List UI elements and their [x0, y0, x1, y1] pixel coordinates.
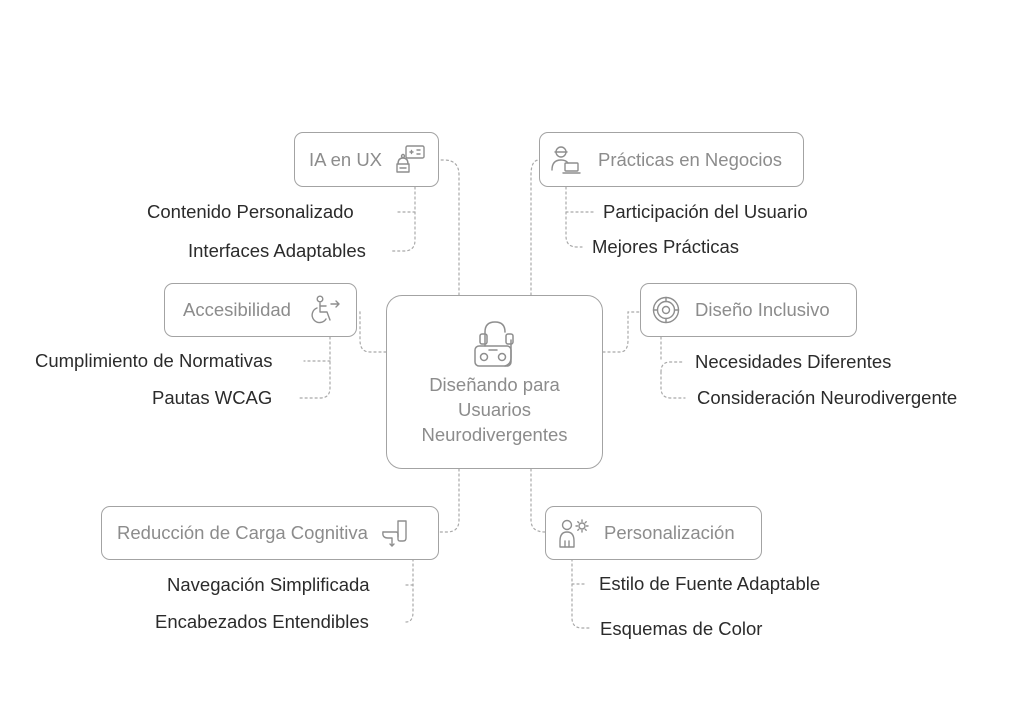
branch-diseno-inclusivo[interactable]: Diseño Inclusivo [640, 283, 857, 337]
connector-center-ia [438, 159, 460, 296]
leaf-estilo-fuente-adaptable[interactable]: Estilo de Fuente Adaptable [599, 573, 821, 594]
central-title-line-3: Neurodivergentes [421, 424, 568, 445]
connector-center-personalizacion [530, 468, 546, 533]
branch-title: Prácticas en Negocios [598, 148, 783, 170]
inclusive-target-icon [651, 295, 681, 325]
connector-inc-leaves [660, 336, 686, 399]
branch-title: IA en UX [309, 148, 383, 170]
branch-reduccion-carga-cognitiva[interactable]: Reducción de Carga Cognitiva [101, 506, 439, 560]
leaf-mejores-practicas[interactable]: Mejores Prácticas [592, 236, 740, 257]
central-title-line-2: Usuarios [458, 399, 531, 420]
branch-title: Reducción de Carga Cognitiva [117, 522, 368, 543]
person-settings-icon [558, 517, 590, 549]
connector-per-leaves [571, 558, 590, 629]
branch-title: Diseño Inclusivo [695, 299, 830, 320]
branch-title: Personalización [604, 522, 735, 543]
branch-accesibilidad[interactable]: Accesibilidad [164, 283, 357, 337]
central-title: Diseñando para Usuarios Neurodivergentes [387, 372, 602, 447]
leaf-encabezados-entendibles[interactable]: Encabezados Entendibles [155, 611, 369, 632]
connector-acc-leaves [297, 336, 331, 399]
leaf-pautas-wcag[interactable]: Pautas WCAG [152, 387, 273, 408]
central-topic[interactable]: Diseñando para Usuarios Neurodivergentes [386, 295, 603, 469]
vr-headset-icon [474, 321, 514, 367]
simplify-icon [380, 518, 410, 548]
branch-title: Accesibilidad [183, 299, 291, 320]
leaf-esquemas-de-color[interactable]: Esquemas de Color [600, 618, 763, 639]
branch-practicas-en-negocios[interactable]: Prácticas en Negocios [539, 132, 804, 187]
wheelchair-icon [309, 294, 341, 326]
leaf-navegacion-simplificada[interactable]: Navegación Simplificada [167, 574, 370, 595]
ai-interface-icon [394, 144, 426, 176]
business-person-icon [550, 144, 582, 176]
leaf-interfaces-adaptables[interactable]: Interfaces Adaptables [188, 240, 366, 261]
leaf-contenido-personalizado[interactable]: Contenido Personalizado [147, 201, 354, 222]
connector-neg-leaves [565, 186, 583, 248]
leaf-necesidades-diferentes[interactable]: Necesidades Diferentes [695, 351, 892, 372]
connector-center-carga [438, 468, 460, 533]
central-title-line-1: Diseñando para [429, 374, 560, 395]
leaf-participacion-usuario[interactable]: Participación del Usuario [603, 201, 808, 222]
connector-center-inclusivo [602, 311, 641, 353]
leaf-cumplimiento-normativas[interactable]: Cumplimiento de Normativas [35, 350, 273, 371]
connector-center-accesibilidad [356, 311, 387, 353]
connector-carga-leaves [405, 558, 414, 623]
branch-personalizacion[interactable]: Personalización [545, 506, 762, 560]
leaf-consideracion-neurodivergente[interactable]: Consideración Neurodivergente [697, 387, 958, 408]
connector-center-negocios [530, 159, 540, 296]
connector-ia-leaves [391, 186, 416, 252]
branch-ia-en-ux[interactable]: IA en UX [294, 132, 439, 187]
